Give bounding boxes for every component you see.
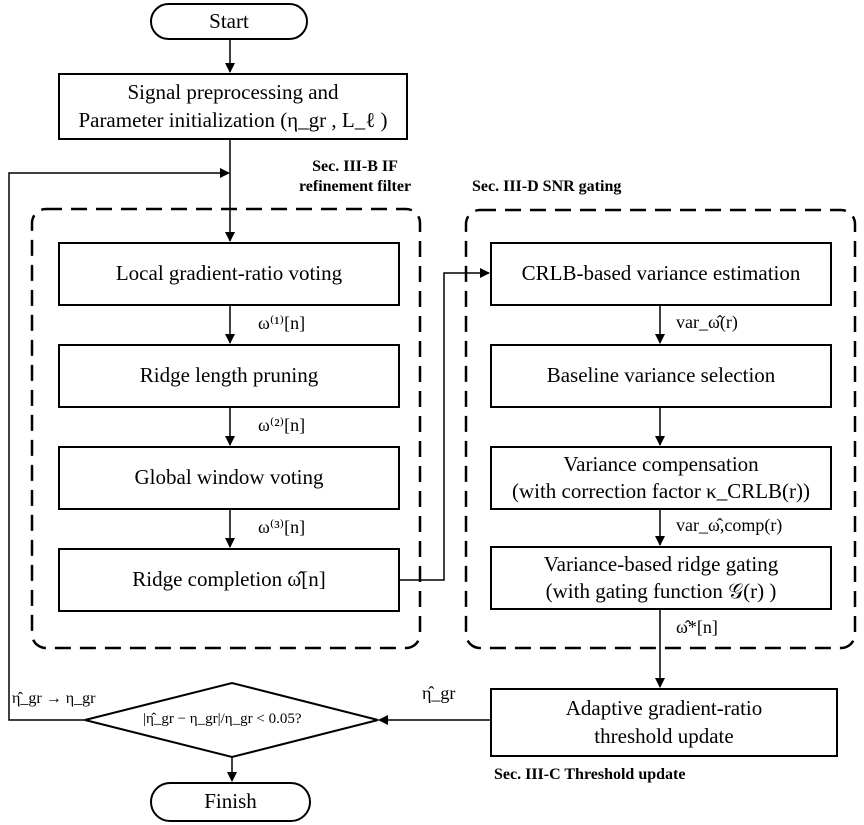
snr-gating-group	[464, 208, 857, 650]
edge-label-eta-hat: η̂_gr	[422, 683, 456, 703]
gating-label-line2: (with gating function 𝒢(r) )	[545, 579, 777, 603]
edge-label-omega1: ω⁽¹⁾[n]	[258, 313, 306, 333]
edge-label-omega3: ω⁽³⁾[n]	[258, 517, 306, 537]
ridge-pruning-process: Ridge length pruning	[58, 344, 400, 408]
edge-label-feedback: η̂_gr → η_gr	[12, 690, 96, 707]
section-label-refinement: Sec. III-B IF refinement filter	[298, 158, 412, 195]
finish-label: Finish	[204, 789, 257, 814]
compensation-label-line1: Variance compensation	[563, 451, 759, 476]
local-voting-label: Local gradient-ratio voting	[115, 261, 343, 286]
threshold-update-process: Adaptive gradient-ratio threshold update	[490, 688, 838, 757]
crlb-label: CRLB-based variance estimation	[521, 261, 801, 286]
edge-label-var-omega: var_ω̂(r)	[676, 312, 738, 332]
baseline-variance-process: Baseline variance selection	[490, 344, 832, 408]
ridge-gating-process: Variance-based ridge gating (with gating…	[490, 546, 832, 610]
edge-label-omega-star: ω̂*[n]	[676, 617, 718, 637]
init-label-line1: Signal preprocessing and	[127, 80, 339, 105]
local-voting-process: Local gradient-ratio voting	[58, 242, 400, 306]
edge-label-var-comp: var_ω̂,comp(r)	[676, 515, 783, 535]
convergence-decision	[84, 681, 379, 759]
decision-condition: |η̂_gr − η_gr|/η_gr < 0.05?	[143, 711, 302, 727]
init-process: Signal preprocessing and Parameter initi…	[58, 73, 408, 140]
threshold-label-line2: threshold update	[594, 723, 734, 748]
ridge-pruning-label: Ridge length pruning	[139, 363, 319, 388]
arrow-feedback-loop	[8, 168, 230, 721]
ridge-completion-process: Ridge completion ω̂[n]	[58, 548, 400, 612]
baseline-label: Baseline variance selection	[546, 363, 776, 388]
finish-terminal: Finish	[150, 782, 311, 822]
edge-label-omega2: ω⁽²⁾[n]	[258, 415, 306, 435]
refinement-filter-group	[30, 207, 422, 650]
start-label: Start	[209, 8, 249, 33]
global-voting-process: Global window voting	[58, 446, 400, 510]
threshold-label-line1: Adaptive gradient-ratio	[565, 696, 763, 721]
gating-label-line1: Variance-based ridge gating	[543, 551, 779, 576]
section-label-snr-gating: Sec. III-D SNR gating	[472, 178, 622, 195]
crlb-variance-process: CRLB-based variance estimation	[490, 242, 832, 306]
global-voting-label: Global window voting	[134, 465, 324, 490]
ridge-completion-label: Ridge completion ω̂[n]	[132, 567, 326, 592]
arrow-completion-crlb	[400, 268, 490, 581]
compensation-label-line2: (with correction factor κ_CRLB(r))	[511, 479, 811, 503]
start-terminal: Start	[150, 3, 308, 40]
init-label-line2: Parameter initialization (η_gr , L_ℓ )	[78, 107, 388, 132]
variance-compensation-process: Variance compensation (with correction f…	[490, 446, 832, 510]
section-label-threshold-update: Sec. III-C Threshold update	[494, 766, 686, 783]
